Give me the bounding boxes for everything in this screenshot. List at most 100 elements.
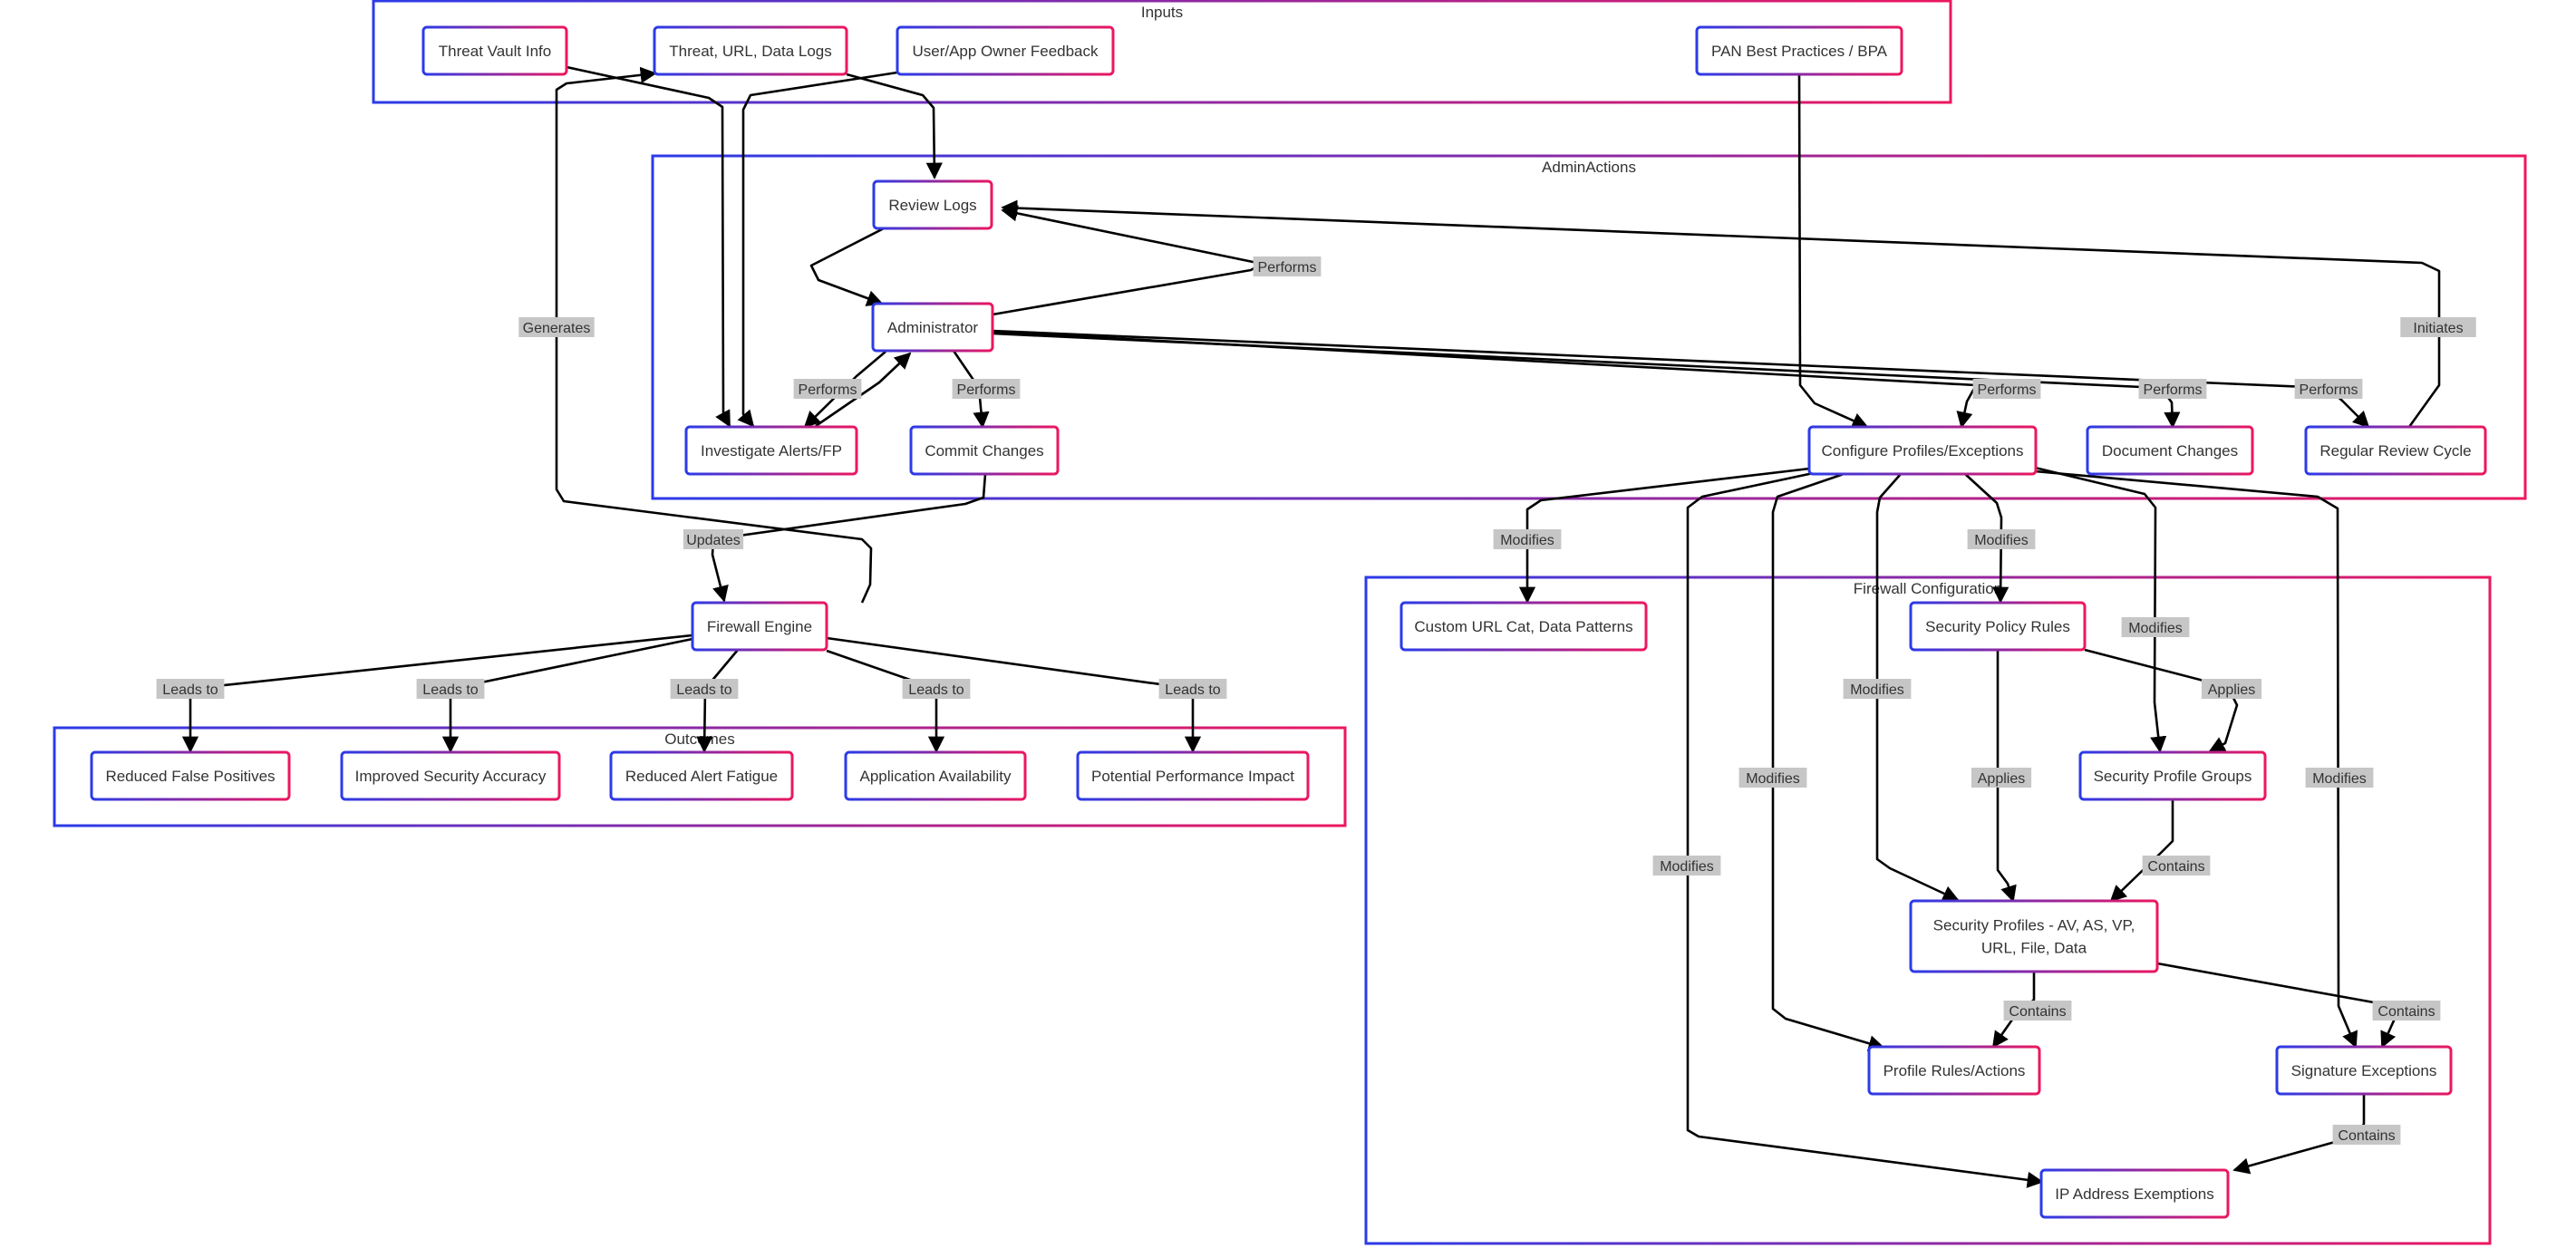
edge-label-bg <box>2305 768 2374 788</box>
node-box <box>1909 601 2087 652</box>
node-label: Signature Exceptions <box>2291 1062 2437 1079</box>
node-label: Custom URL Cat, Data Patterns <box>1414 618 1632 635</box>
node-commit[interactable]: Commit Changes <box>909 425 1060 476</box>
node-box <box>691 601 828 652</box>
cluster-border <box>651 154 2527 500</box>
node-box <box>90 750 291 801</box>
node-label: Review Logs <box>888 197 976 214</box>
edge-label-text: Modifies <box>1500 533 1554 548</box>
node-document[interactable]: Document Changes <box>2086 425 2254 476</box>
node-label: Investigate Alerts/FP <box>701 442 842 460</box>
node-sig-exceptions[interactable]: Signature Exceptions <box>2275 1045 2453 1096</box>
node-box <box>1867 1045 2041 1096</box>
edge-label: Modifies <box>2305 768 2374 788</box>
node-box <box>1909 899 2159 973</box>
edge-label: Leads to <box>156 679 225 699</box>
node-profile-groups[interactable]: Security Profile Groups <box>2078 750 2267 801</box>
node-label: Potential Performance Impact <box>1091 768 1294 785</box>
node-reduced-fatigue[interactable]: Reduced Alert Fatigue <box>609 750 794 801</box>
node-improved-acc[interactable]: Improved Security Accuracy <box>340 750 561 801</box>
edge-label: Updates <box>683 529 744 549</box>
edge-label-bg <box>1967 529 2036 549</box>
edge-label-bg <box>2003 1001 2072 1021</box>
edge-sec_profiles-to-sig_exceptions <box>2156 962 2400 1049</box>
edge-label: Modifies <box>1652 856 1721 876</box>
node-configure[interactable]: Configure Profiles/Exceptions <box>1807 425 2038 476</box>
edge-label: Leads to <box>902 679 971 699</box>
edge-label: Modifies <box>2121 617 2190 637</box>
node-perf-impact[interactable]: Potential Performance Impact <box>1076 750 1310 801</box>
node-threat-vault[interactable]: Threat Vault Info <box>421 25 568 76</box>
edge-label: Performs <box>1253 256 1322 276</box>
node-box <box>421 25 568 76</box>
edge-label-bg <box>1253 256 1322 276</box>
edge-label-bg <box>670 679 739 699</box>
edge-label-text: Performs <box>2300 382 2358 398</box>
node-feedback[interactable]: User/App Owner Feedback <box>896 25 1115 76</box>
edge-label-text: Contains <box>2009 1004 2066 1020</box>
edge-label-bg <box>1738 768 1807 788</box>
edge-review_cycle-to-review_logs <box>1001 199 2441 428</box>
edge-label-bg <box>2372 1001 2441 1021</box>
node-box <box>2078 750 2267 801</box>
node-label: User/App Owner Feedback <box>912 43 1099 60</box>
edge-label-text: Updates <box>686 533 741 548</box>
edge-label-bg <box>1972 379 2041 399</box>
edge-configure-to-custom_url <box>1518 466 1818 604</box>
edge-label-text: Leads to <box>1165 682 1220 698</box>
edge-label-bg <box>793 379 862 399</box>
edge-policy_rules-to-profile_groups <box>2084 648 2239 753</box>
cluster-title: Firewall Configuration <box>1854 580 2002 597</box>
node-label: Reduced Alert Fatigue <box>625 768 778 785</box>
node-app-avail[interactable]: Application Availability <box>844 750 1027 801</box>
edge-label: Performs <box>1972 379 2041 399</box>
node-box <box>1807 425 2038 476</box>
edge-label-bg <box>416 679 485 699</box>
node-profile-rules[interactable]: Profile Rules/Actions <box>1867 1045 2041 1096</box>
edge-label-bg <box>1652 856 1721 876</box>
edge-feedback-to-investigate <box>737 71 898 428</box>
node-box <box>872 179 993 230</box>
node-investigate[interactable]: Investigate Alerts/FP <box>684 425 858 476</box>
node-box <box>844 750 1027 801</box>
node-sec-profiles[interactable]: Security Profiles - AV, AS, VP,URL, File… <box>1909 899 2159 973</box>
edge-label-text: Modifies <box>1746 771 1800 787</box>
edge-label-text: Contains <box>2377 1004 2435 1020</box>
node-review-logs[interactable]: Review Logs <box>872 179 993 230</box>
node-box <box>1399 601 1648 652</box>
edge-label-text: Modifies <box>2128 621 2183 636</box>
edge-label-bg <box>2400 317 2476 337</box>
edge-investigate-to-administrator <box>815 352 912 428</box>
node-policy-rules[interactable]: Security Policy Rules <box>1909 601 2087 652</box>
edge-label: Leads to <box>416 679 485 699</box>
edge-label: Applies <box>2201 679 2262 699</box>
node-custom-url[interactable]: Custom URL Cat, Data Patterns <box>1399 601 1648 652</box>
edge-label-text: Leads to <box>162 682 218 698</box>
node-reduced-fp[interactable]: Reduced False Positives <box>90 750 291 801</box>
node-label: Regular Review Cycle <box>2319 442 2471 460</box>
node-firewall-engine[interactable]: Firewall Engine <box>691 601 828 652</box>
edge-configure-to-profile_rules <box>1771 472 1885 1052</box>
edge-label: Leads to <box>1158 679 1227 699</box>
cluster-title: Outcomes <box>664 730 734 748</box>
edge-label-text: Leads to <box>422 682 478 698</box>
node-box <box>2039 1168 2230 1219</box>
node-bpa[interactable]: PAN Best Practices / BPA <box>1695 25 1903 76</box>
node-label: Improved Security Accuracy <box>355 768 547 785</box>
edge-firewall_engine-to-perf_impact <box>826 636 1202 753</box>
edge-label-text: Initiates <box>2413 321 2463 336</box>
edge-review_logs-to-administrator <box>809 227 885 306</box>
node-box <box>2275 1045 2453 1096</box>
node-box <box>684 425 858 476</box>
node-administrator[interactable]: Administrator <box>871 302 994 353</box>
edge-label-bg <box>952 379 1021 399</box>
node-review-cycle[interactable]: Regular Review Cycle <box>2304 425 2487 476</box>
cluster-border <box>1364 576 2492 1245</box>
node-box <box>340 750 561 801</box>
edge-label-text: Contains <box>2147 859 2204 875</box>
edge-configure-to-ip_exemptions <box>1686 469 2044 1188</box>
node-label: Administrator <box>887 319 978 336</box>
node-ip-exemptions[interactable]: IP Address Exemptions <box>2039 1168 2230 1219</box>
node-logs[interactable]: Threat, URL, Data Logs <box>653 25 848 76</box>
